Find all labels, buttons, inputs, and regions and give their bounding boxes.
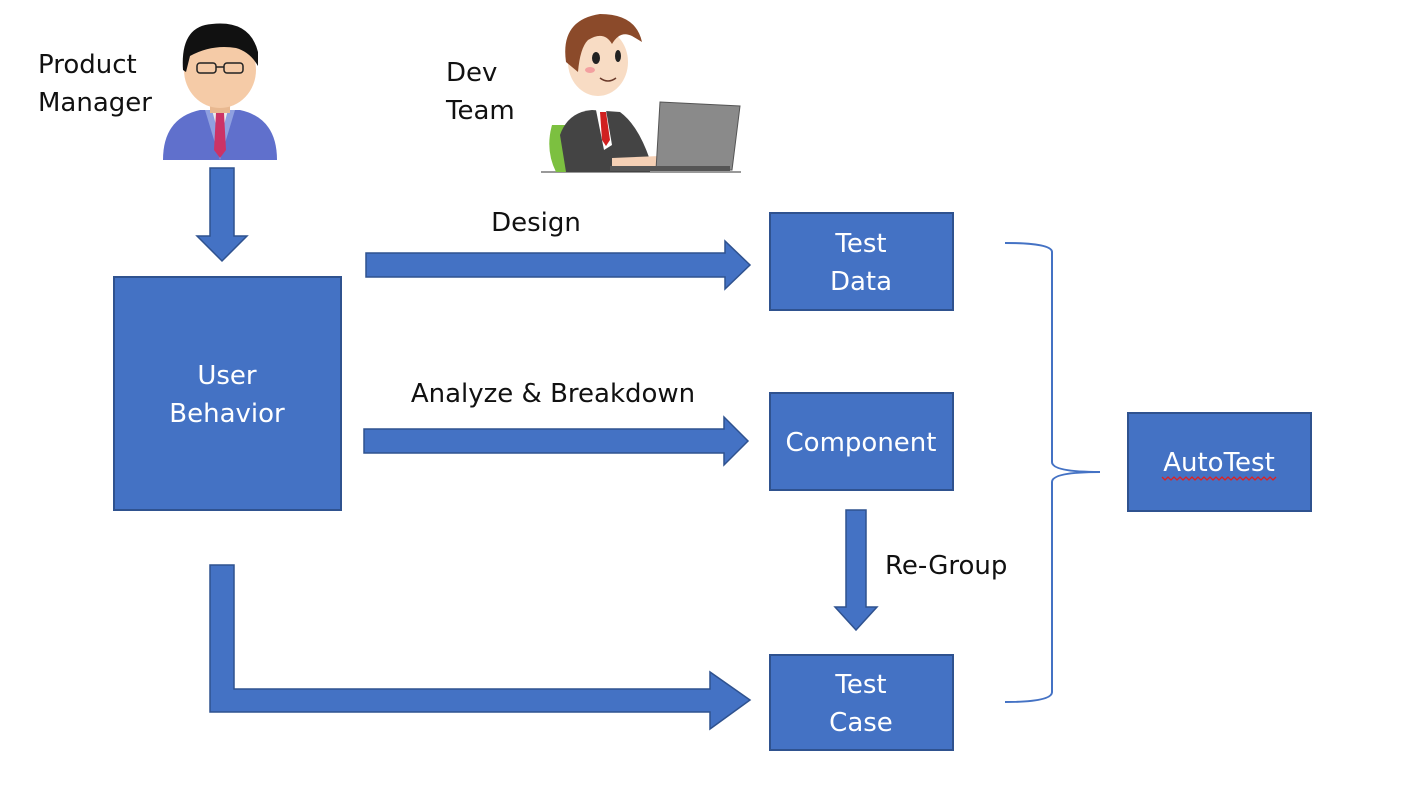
edge-analyze-label: Analyze & Breakdown: [411, 379, 695, 409]
node-component-line1: Component: [786, 428, 937, 458]
node-user-behavior-line1: User: [197, 361, 257, 391]
node-component[interactable]: Component: [769, 392, 954, 491]
node-test-data-line1: Test: [834, 229, 886, 259]
grouping-brace: [1004, 242, 1101, 703]
node-user-behavior-line2: Behavior: [169, 399, 285, 429]
dev-team-label-line1: Dev: [446, 58, 497, 88]
arrow-design: [365, 239, 752, 291]
edge-design-label: Design: [491, 208, 581, 238]
dev-team-icon: [541, 14, 741, 173]
product-manager-label-line2: Manager: [38, 88, 152, 118]
node-user-behavior[interactable]: User Behavior: [113, 276, 342, 511]
node-autotest[interactable]: AutoTest: [1127, 412, 1312, 512]
spellcheck-underline: [1161, 476, 1277, 481]
node-autotest-label: AutoTest: [1163, 448, 1275, 478]
node-test-case[interactable]: Test Case: [769, 654, 954, 751]
dev-team-label-line2: Team: [445, 96, 515, 126]
arrow-pm-to-user-behavior: [195, 167, 249, 263]
arrow-analyze: [363, 415, 750, 467]
node-test-case-line1: Test: [834, 670, 886, 700]
product-manager-icon: [163, 23, 277, 160]
node-test-data-line2: Data: [830, 267, 892, 297]
product-manager-label-line1: Product: [38, 50, 137, 80]
node-test-case-line2: Case: [829, 708, 893, 738]
edge-regroup-label: Re-Group: [885, 551, 1007, 581]
node-test-data[interactable]: Test Data: [769, 212, 954, 311]
arrow-user-behavior-to-test-case: [209, 564, 752, 731]
arrow-regroup: [833, 509, 879, 632]
